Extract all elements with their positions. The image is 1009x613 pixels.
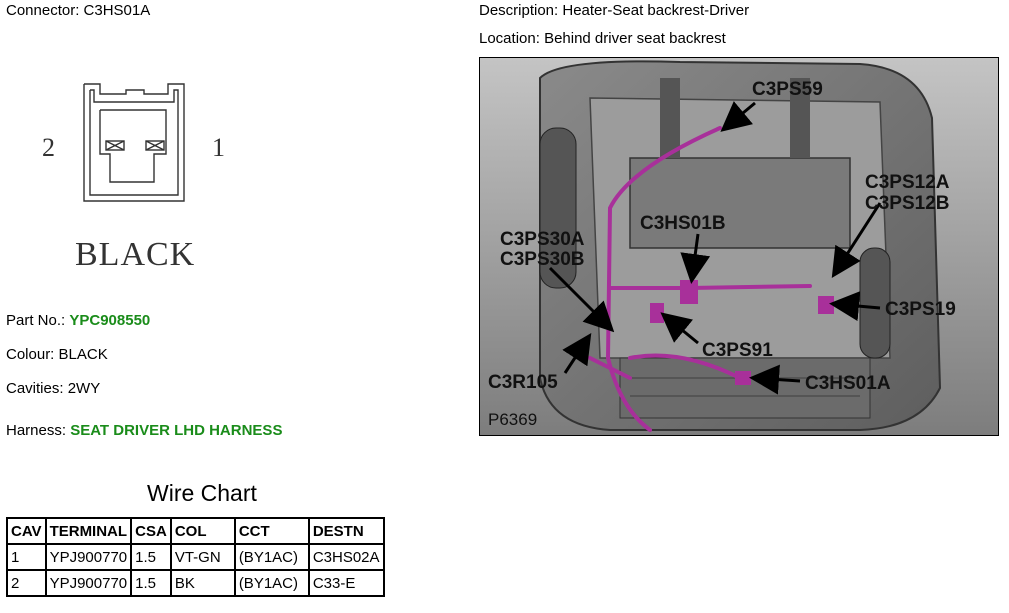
connector-color-caption: BLACK	[75, 236, 196, 273]
seat-illustration: C3PS59 C3PS12A C3PS12B C3HS01B C3PS30A C…	[480, 58, 998, 435]
cell-terminal: YPJ900770	[44, 569, 133, 597]
part-no-line: Part No.: YPC908550	[6, 312, 150, 330]
location-photo: C3PS59 C3PS12A C3PS12B C3HS01B C3PS30A C…	[479, 57, 999, 436]
description-label: Description:	[479, 2, 559, 19]
harness-line: Harness: SEAT DRIVER LHD HARNESS	[6, 422, 282, 440]
location-line: Location: Behind driver seat backrest	[479, 30, 726, 48]
connector-line: Connector: C3HS01A	[6, 2, 150, 20]
callout-c3hs01a: C3HS01A	[805, 373, 891, 394]
cell-destn: C33-E	[307, 569, 385, 597]
connector-label: Connector:	[6, 2, 80, 19]
part-no-link[interactable]: YPC908550	[69, 312, 151, 329]
table-row: 1 YPJ900770 1.5 VT-GN (BY1AC) C3HS02A	[6, 543, 385, 571]
location-label: Location:	[479, 30, 540, 47]
cell-col: VT-GN	[169, 543, 236, 571]
pin-2-label: 2	[42, 133, 55, 162]
cell-terminal: YPJ900770	[44, 543, 133, 571]
cavities-value: 2WY	[67, 380, 101, 397]
callout-c3ps59: C3PS59	[752, 79, 823, 100]
wire-chart-header-row: CAV TERMINAL CSA COL CCT DESTN	[6, 517, 385, 545]
callout-c3ps30a: C3PS30A	[500, 229, 585, 250]
description-value: Heater-Seat backrest-Driver	[562, 2, 750, 19]
cell-csa: 1.5	[130, 543, 172, 571]
col-header-col: COL	[169, 517, 236, 545]
colour-line: Colour: BLACK	[6, 346, 108, 364]
colour-label: Colour:	[6, 346, 55, 363]
col-header-cct: CCT	[233, 517, 310, 545]
cell-cav: 1	[6, 543, 47, 571]
description-line: Description: Heater-Seat backrest-Driver	[479, 2, 749, 20]
callout-c3ps12b: C3PS12B	[865, 193, 950, 214]
cavities-label: Cavities:	[6, 380, 64, 397]
photo-id: P6369	[488, 410, 537, 429]
location-value: Behind driver seat backrest	[544, 30, 726, 47]
callout-c3hs01b: C3HS01B	[640, 213, 726, 234]
pin-1-label: 1	[212, 133, 225, 162]
col-header-csa: CSA	[130, 517, 172, 545]
col-header-cav: CAV	[6, 517, 47, 545]
colour-value: BLACK	[58, 346, 108, 363]
cell-col: BK	[169, 569, 236, 597]
cell-csa: 1.5	[130, 569, 172, 597]
harness-label: Harness:	[6, 422, 67, 439]
connector-id: C3HS01A	[83, 2, 151, 19]
col-header-destn: DESTN	[307, 517, 385, 545]
wire-chart-title: Wire Chart	[147, 480, 257, 506]
cell-cav: 2	[6, 569, 47, 597]
col-header-terminal: TERMINAL	[44, 517, 133, 545]
wire-chart-table: CAV TERMINAL CSA COL CCT DESTN 1 YPJ9007…	[6, 517, 385, 597]
part-no-label: Part No.:	[6, 312, 66, 329]
callout-c3ps19: C3PS19	[885, 299, 956, 320]
cell-destn: C3HS02A	[307, 543, 385, 571]
table-row: 2 YPJ900770 1.5 BK (BY1AC) C33-E	[6, 569, 385, 597]
callout-c3ps30b: C3PS30B	[500, 249, 585, 270]
cell-cct: (BY1AC)	[233, 569, 310, 597]
callout-c3ps91: C3PS91	[702, 340, 773, 361]
connector-face-diagram	[83, 83, 185, 202]
cavities-line: Cavities: 2WY	[6, 380, 100, 398]
cell-cct: (BY1AC)	[233, 543, 310, 571]
callout-c3r105: C3R105	[488, 372, 558, 393]
harness-link[interactable]: SEAT DRIVER LHD HARNESS	[70, 422, 283, 439]
callout-c3ps12a: C3PS12A	[865, 172, 950, 193]
